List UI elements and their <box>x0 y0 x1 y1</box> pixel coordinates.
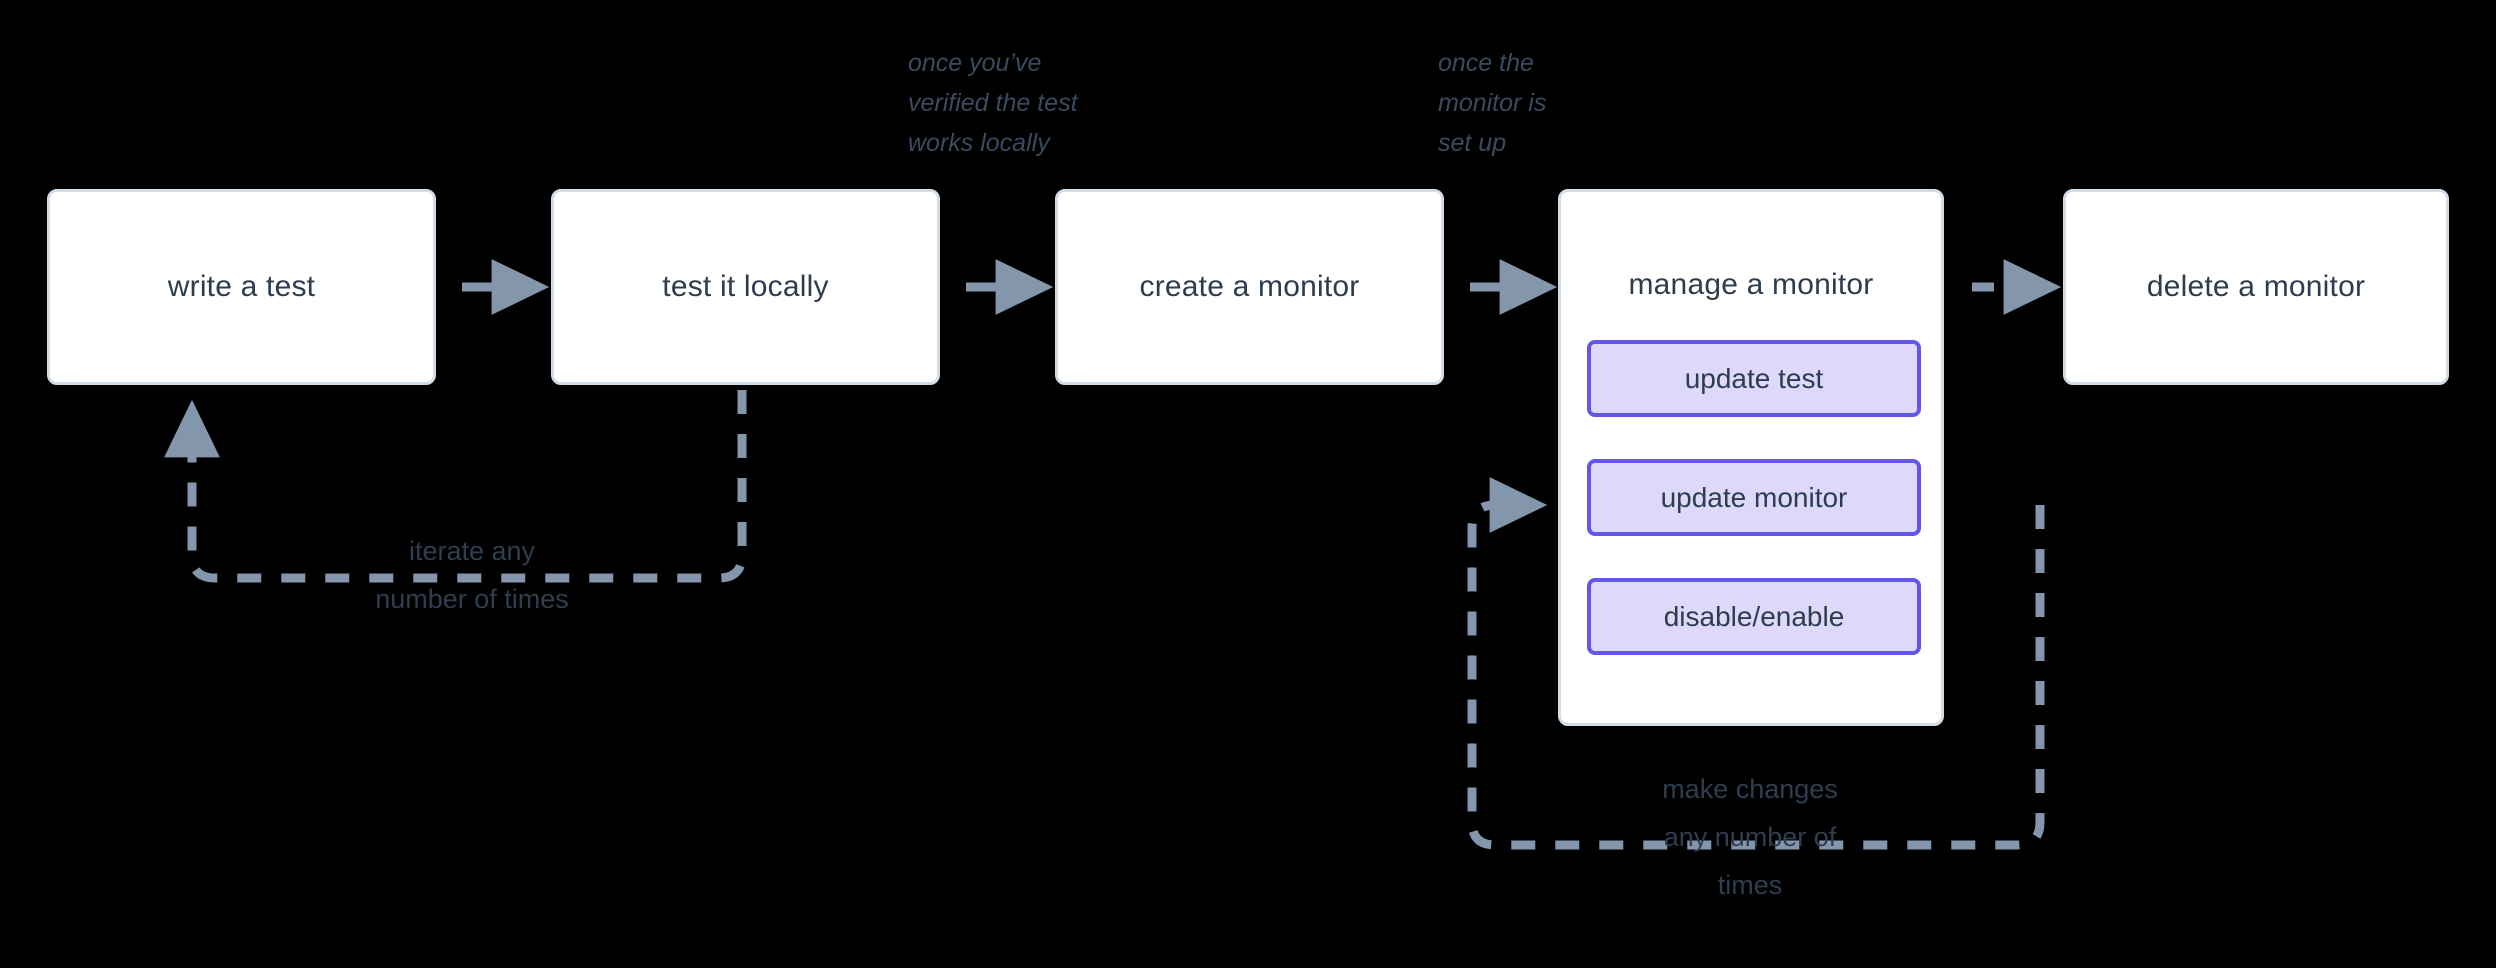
node-manage-a-monitor[interactable]: manage a monitor update test update moni… <box>1558 189 1944 726</box>
annotation-monitor-set-up: once the monitor is set up <box>1438 49 1547 157</box>
node-write-a-test-label: write a test <box>167 270 316 303</box>
action-update-test[interactable]: update test <box>1587 340 1921 417</box>
node-write-a-test[interactable]: write a test <box>47 189 436 385</box>
node-manage-a-monitor-label: manage a monitor <box>1628 268 1874 301</box>
node-test-it-locally[interactable]: test it locally <box>551 189 940 385</box>
loop-label-make-changes: make changes any number of times <box>1662 774 1838 900</box>
loop-label-iterate: iterate any number of times <box>375 536 569 614</box>
node-create-a-monitor[interactable]: create a monitor <box>1055 189 1444 385</box>
node-delete-a-monitor[interactable]: delete a monitor <box>2063 189 2449 385</box>
node-create-a-monitor-label: create a monitor <box>1139 270 1360 303</box>
action-update-monitor[interactable]: update monitor <box>1587 459 1921 536</box>
node-test-it-locally-label: test it locally <box>662 270 829 303</box>
action-update-monitor-label: update monitor <box>1660 481 1848 513</box>
action-disable-enable[interactable]: disable/enable <box>1587 578 1921 655</box>
node-delete-a-monitor-label: delete a monitor <box>2146 270 2366 303</box>
action-disable-enable-label: disable/enable <box>1663 600 1845 632</box>
annotation-verified-locally: once you’ve verified the test works loca… <box>908 49 1078 157</box>
action-update-test-label: update test <box>1684 362 1824 394</box>
